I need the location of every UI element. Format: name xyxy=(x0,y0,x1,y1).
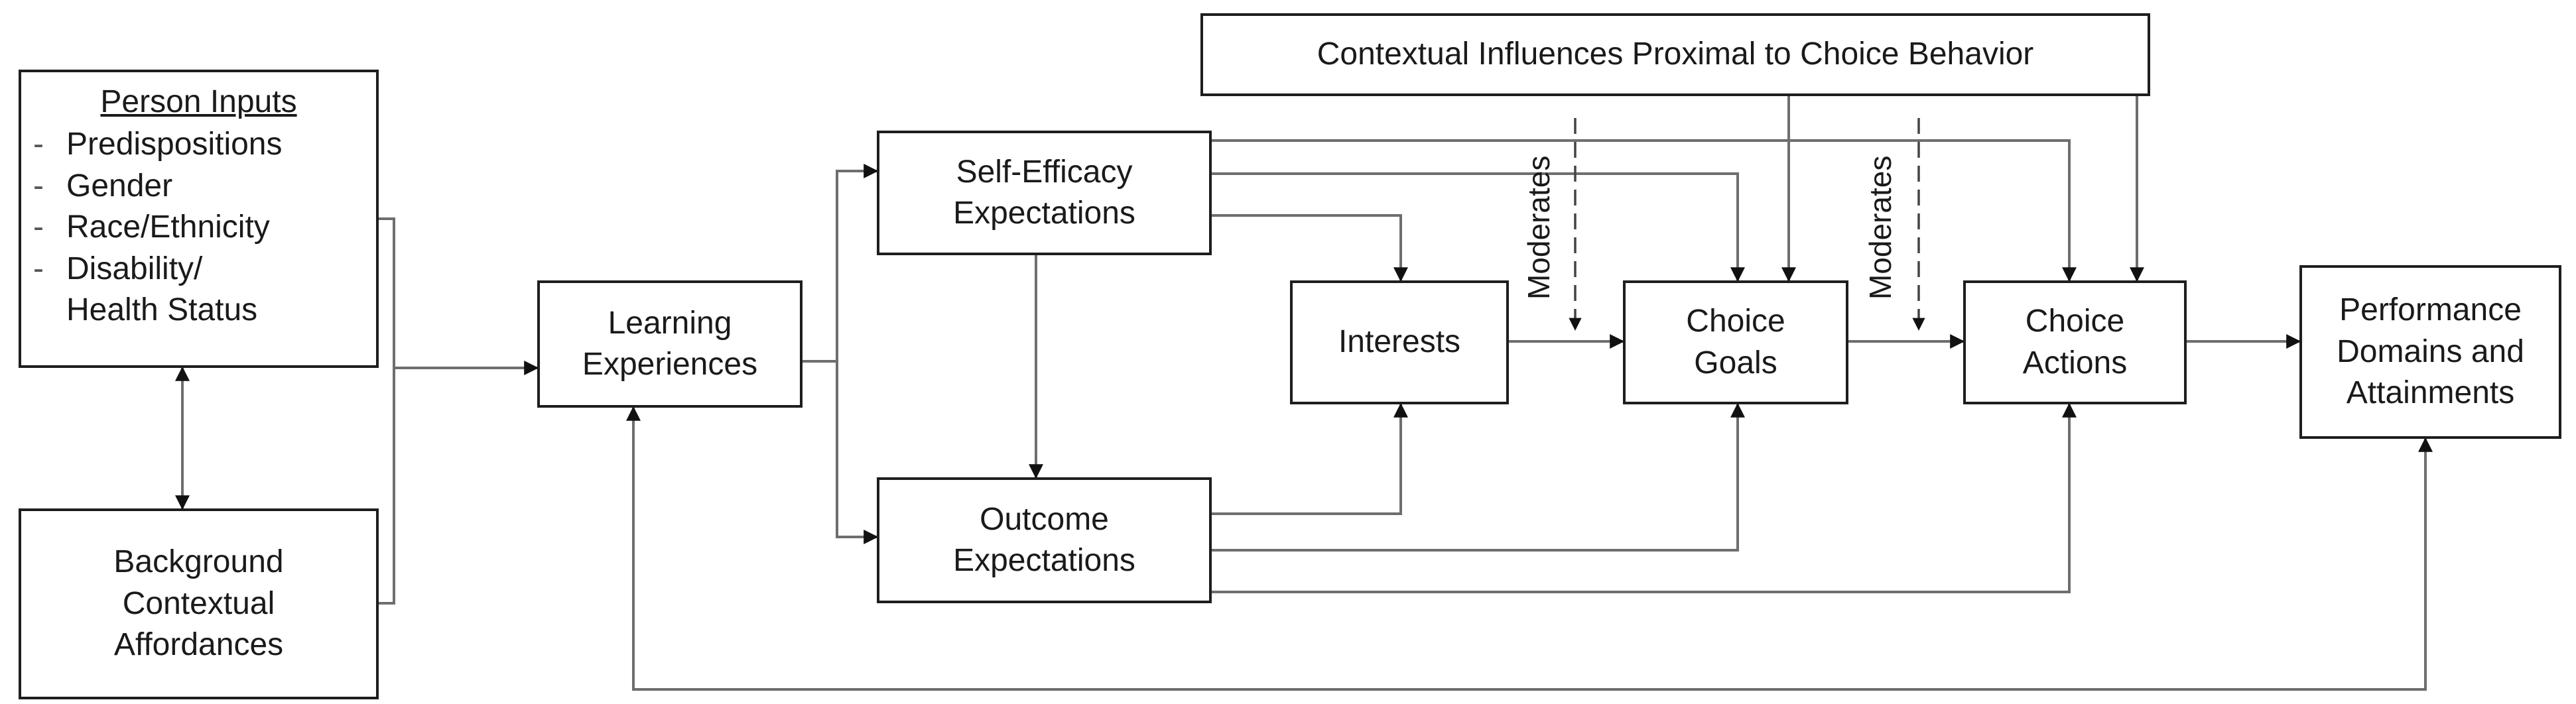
performance-line-1: Performance xyxy=(2339,292,2522,328)
contextual-proximal-box: Contextual Influences Proximal to Choice… xyxy=(1200,13,2150,96)
connector-selfefficacy-goals xyxy=(1212,172,1745,282)
connector-outcome-goals xyxy=(1212,402,1745,552)
connector-feedback-loop xyxy=(626,406,2433,691)
person-inputs-box: Person Inputs - Predispositions - Gender… xyxy=(19,70,379,368)
self-efficacy-line-2: Expectations xyxy=(953,196,1135,231)
background-line-2: Contextual xyxy=(122,585,275,621)
bullet-dash: - xyxy=(33,251,44,286)
interests-label: Interests xyxy=(1338,324,1461,360)
moderates-label-goals: Moderates xyxy=(1521,155,1556,300)
outcome-expectations-box: Outcome Expectations xyxy=(877,477,1212,603)
bullet-dash: - xyxy=(33,127,44,162)
bracket-person-background xyxy=(379,217,395,605)
person-input-label: Predispositions xyxy=(66,127,283,162)
background-line-1: Background xyxy=(113,544,284,580)
background-line-3: Affordances xyxy=(113,627,284,663)
performance-box: Performance Domains and Attainments xyxy=(2299,265,2561,439)
connector-selfefficacy-interests xyxy=(1212,214,1408,282)
choice-goals-line-2: Goals xyxy=(1694,345,1777,381)
choice-goals-line-1: Choice xyxy=(1686,304,1785,339)
outcome-line-1: Outcome xyxy=(980,501,1109,537)
person-input-item: - Gender xyxy=(31,166,172,207)
person-input-label-continuation: Health Status xyxy=(66,292,258,327)
background-contextual-box: Background Contextual Affordances xyxy=(19,508,379,699)
choice-actions-line-2: Actions xyxy=(2022,345,2128,381)
person-inputs-title: Person Inputs xyxy=(100,84,297,119)
self-efficacy-line-1: Self-Efficacy xyxy=(956,154,1133,190)
connector-selfefficacy-actions xyxy=(1212,139,2077,282)
connector-outcome-actions xyxy=(1212,402,2077,593)
choice-actions-line-1: Choice xyxy=(2025,304,2125,339)
performance-line-3: Attainments xyxy=(2346,375,2515,411)
choice-goals-box: Choice Goals xyxy=(1623,280,1848,404)
bullet-dash: - xyxy=(33,209,44,245)
person-input-item: - Disability/ xyxy=(31,249,202,290)
learning-line-2: Experiences xyxy=(582,347,758,382)
connector-outcome-interests xyxy=(1212,402,1408,515)
person-input-label: Disability/ xyxy=(66,251,203,286)
person-input-label: Gender xyxy=(66,168,173,204)
person-input-item: - Predispositions xyxy=(31,124,283,165)
connector-split-trunk xyxy=(836,170,877,538)
learning-experiences-box: Learning Experiences xyxy=(537,280,803,408)
contextual-proximal-label: Contextual Influences Proximal to Choice… xyxy=(1317,36,2034,72)
self-efficacy-box: Self-Efficacy Expectations xyxy=(877,131,1212,255)
moderates-label-actions: Moderates xyxy=(1863,155,1898,300)
person-input-label: Race/Ethnicity xyxy=(66,209,270,245)
performance-line-2: Domains and xyxy=(2337,333,2524,369)
learning-line-1: Learning xyxy=(608,305,732,341)
person-input-item: - Race/Ethnicity xyxy=(31,207,270,248)
interests-box: Interests xyxy=(1290,280,1509,404)
choice-actions-box: Choice Actions xyxy=(1963,280,2187,404)
bullet-dash: - xyxy=(33,168,44,204)
outcome-line-2: Expectations xyxy=(953,543,1135,578)
